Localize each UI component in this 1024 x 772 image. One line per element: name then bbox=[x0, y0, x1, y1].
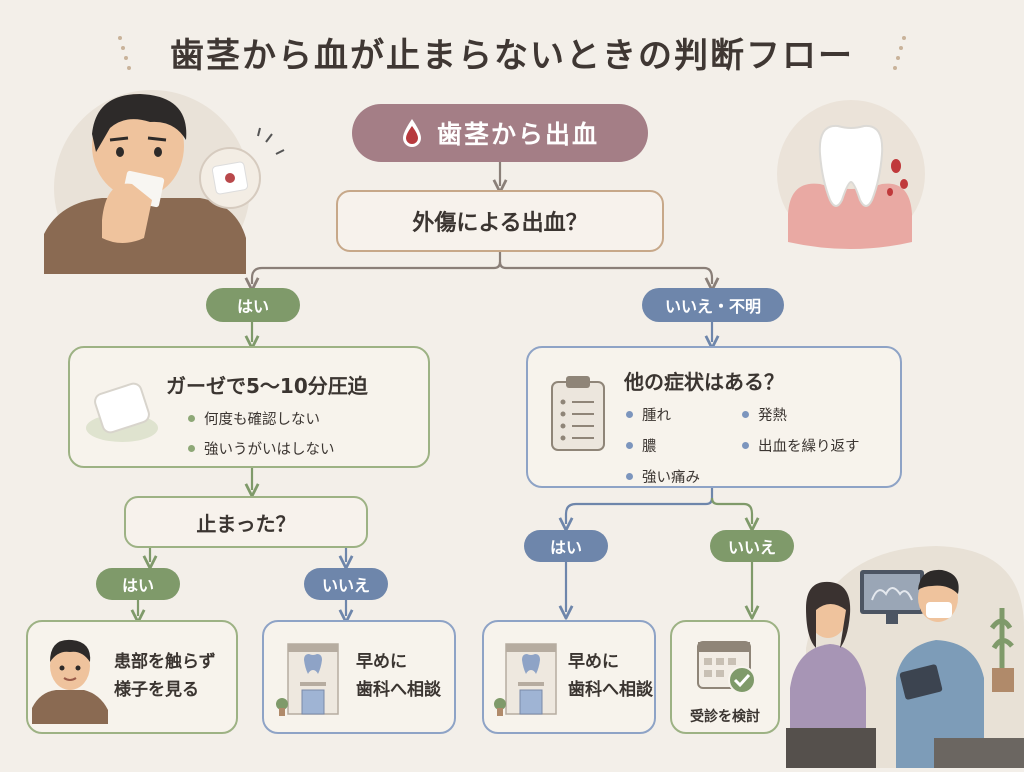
symptom-swelling: 腫れ bbox=[626, 404, 700, 425]
symptoms-list-col1: 腫れ 膿 強い痛み bbox=[626, 404, 700, 496]
result-watch-box: 患部を触らず 様子を見る bbox=[26, 620, 238, 734]
result-consider-text: 受診を検討 bbox=[690, 709, 760, 725]
title-deco-left bbox=[116, 34, 136, 78]
page-title: 歯茎から血が止まらないときの判断フロー bbox=[170, 36, 854, 76]
other-symptoms-box: 他の症状はある？ 腫れ 膿 強い痛み 発熱 出血を繰り返す bbox=[526, 346, 902, 488]
man-face-icon bbox=[32, 632, 108, 724]
branch-no-pill: いいえ・不明 bbox=[642, 288, 784, 322]
stopped-yes-label: はい bbox=[121, 576, 154, 595]
gauze-bullet-2: 強いうがいはしない bbox=[188, 438, 335, 459]
gauze-title: ガーゼで5〜10分圧迫 bbox=[166, 374, 368, 398]
question-trauma-text: 外傷による出血？ bbox=[412, 211, 588, 236]
symptoms-yes-pill: はい bbox=[524, 530, 608, 562]
result-watch-line-2: 様子を見る bbox=[114, 680, 199, 700]
branch-yes-label: はい bbox=[236, 297, 269, 316]
result-dentist-right-line-2: 歯科へ相談 bbox=[568, 680, 653, 700]
symptoms-yes-label: はい bbox=[549, 538, 582, 557]
branch-yes-pill: はい bbox=[206, 288, 300, 322]
result-dentist-right-line-1: 早めに bbox=[568, 652, 619, 672]
symptom-repeat-bleeding: 出血を繰り返す bbox=[742, 435, 860, 456]
symptoms-no-label: いいえ bbox=[727, 538, 776, 557]
start-label: 歯茎から出血 bbox=[436, 120, 599, 149]
symptoms-list-col2: 発熱 出血を繰り返す bbox=[742, 404, 860, 465]
bleeding-tooth-illustration bbox=[776, 96, 926, 256]
result-watch-line-1: 患部を触らず bbox=[114, 652, 216, 672]
result-dentist-left-line-1: 早めに bbox=[356, 652, 407, 672]
blood-drop-icon bbox=[401, 118, 423, 148]
stopped-yes-pill: はい bbox=[96, 568, 180, 600]
symptom-fever: 発熱 bbox=[742, 404, 860, 425]
symptoms-title: 他の症状はある？ bbox=[624, 370, 784, 394]
symptoms-no-pill: いいえ bbox=[710, 530, 794, 562]
result-dentist-right-text: 早めに 歯科へ相談 bbox=[568, 648, 653, 704]
stopped-no-pill: いいえ bbox=[304, 568, 388, 600]
gauze-pressure-box: ガーゼで5〜10分圧迫 何度も確認しない 強いうがいはしない bbox=[68, 346, 430, 468]
question-stopped-text: 止まった？ bbox=[196, 511, 296, 536]
question-stopped: 止まった？ bbox=[124, 496, 368, 548]
result-dentist-left-box: 早めに 歯科へ相談 bbox=[262, 620, 456, 734]
connector-q1-split-right bbox=[498, 261, 712, 284]
title-deco-right bbox=[888, 34, 908, 78]
question-trauma: 外傷による出血？ bbox=[336, 190, 664, 252]
stopped-no-label: いいえ bbox=[321, 576, 370, 595]
dental-clinic-icon bbox=[274, 636, 346, 720]
result-consider-box: 受診を検討 bbox=[670, 620, 780, 734]
branch-no-label: いいえ・不明 bbox=[664, 297, 761, 316]
clipboard-icon bbox=[548, 372, 608, 454]
dental-clinic-icon-2 bbox=[492, 636, 564, 720]
gauze-bullet-list: 何度も確認しない 強いうがいはしない bbox=[188, 408, 335, 468]
result-dentist-right-box: 早めに 歯科へ相談 bbox=[482, 620, 656, 734]
consultation-illustration bbox=[786, 528, 1024, 768]
start-node: 歯茎から出血 bbox=[352, 104, 648, 162]
connector-symptoms-split-right bbox=[710, 497, 752, 524]
symptom-pain: 強い痛み bbox=[626, 466, 700, 487]
gauze-icon bbox=[86, 370, 162, 446]
symptom-pus: 膿 bbox=[626, 435, 700, 456]
result-dentist-left-text: 早めに 歯科へ相談 bbox=[356, 648, 441, 704]
gauze-bullet-1: 何度も確認しない bbox=[188, 408, 335, 429]
calendar-check-icon bbox=[694, 632, 760, 698]
result-watch-text: 患部を触らず 様子を見る bbox=[114, 648, 216, 704]
result-dentist-left-line-2: 歯科へ相談 bbox=[356, 680, 441, 700]
man-with-gauze-illustration bbox=[40, 88, 300, 286]
